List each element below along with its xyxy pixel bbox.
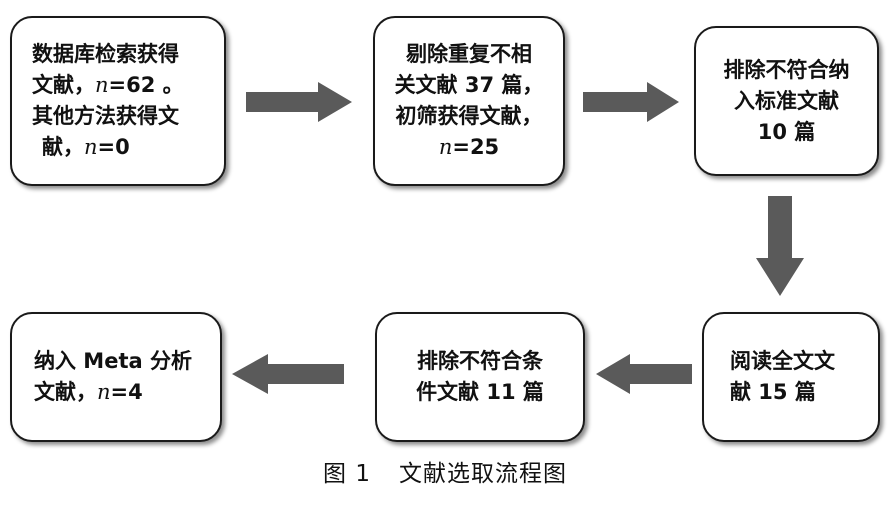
box-text-line: 献 15 篇 [730,380,816,404]
box-text-line: 排除不符合条 [417,349,543,373]
n-symbol: n [84,135,98,159]
n-symbol: n [438,135,453,159]
box-text-line: 排除不符合纳 [723,57,850,82]
down-arrow-icon [756,196,804,296]
box-text-line: 关文献 37 篇， [394,73,544,97]
box-text-line: 文献，n=4 [34,377,143,408]
n-symbol: n [95,73,109,97]
figure-label: 图 1 [323,461,371,487]
step-read-full-text-box: 阅读全文文 献 15 篇 [702,312,880,442]
figure-title: 文献选取流程图 [398,461,567,487]
step-included-meta-analysis-box: 纳入 Meta 分析 文献，n=4 [10,312,222,442]
box-text-line: 初筛获得文献， [395,104,543,128]
box-text-line: 其他方法获得文 [32,104,179,128]
left-arrow-icon [232,354,344,394]
box-text-line: 阅读全文文 [730,349,835,373]
step-exclude-conditions-box: 排除不符合条 件文献 11 篇 [375,312,585,442]
right-arrow-icon [583,82,679,122]
step-remove-duplicates-box: 剔除重复不相 关文献 37 篇， 初筛获得文献， n=25 [373,16,565,186]
box-text-line: 纳入 Meta 分析 [34,349,192,373]
box-text-line: 剔除重复不相 [406,42,532,66]
left-arrow-icon [596,354,692,394]
n-value: =25 [452,135,500,159]
box-text: 献， [42,135,84,159]
n-value: =0 [97,135,130,159]
step-database-search-box: 数据库检索获得 文献，n=62 。 其他方法获得文 献，n=0 [10,16,226,186]
n-value: =4 [110,380,143,404]
step-exclude-criteria-box: 排除不符合纳 入标准文献 10 篇 [694,26,879,176]
box-text-line: 文献，n=62 。 [32,70,184,101]
box-text: 文献， [34,380,97,404]
right-arrow-icon [246,82,352,122]
box-text-line: 献，n=0 [32,132,130,163]
box-text-line: 10 篇 [757,119,816,144]
box-text-line: 件文献 11 篇 [416,380,544,404]
box-text-line: 入标准文献 [734,88,839,113]
n-value: =62 。 [108,73,184,97]
box-text: 文献， [32,73,95,97]
n-symbol: n [97,380,111,404]
box-text-line: n=25 [439,132,499,163]
box-text-line: 数据库检索获得 [32,42,179,66]
figure-caption: 图 1 文献选取流程图 [0,454,890,488]
